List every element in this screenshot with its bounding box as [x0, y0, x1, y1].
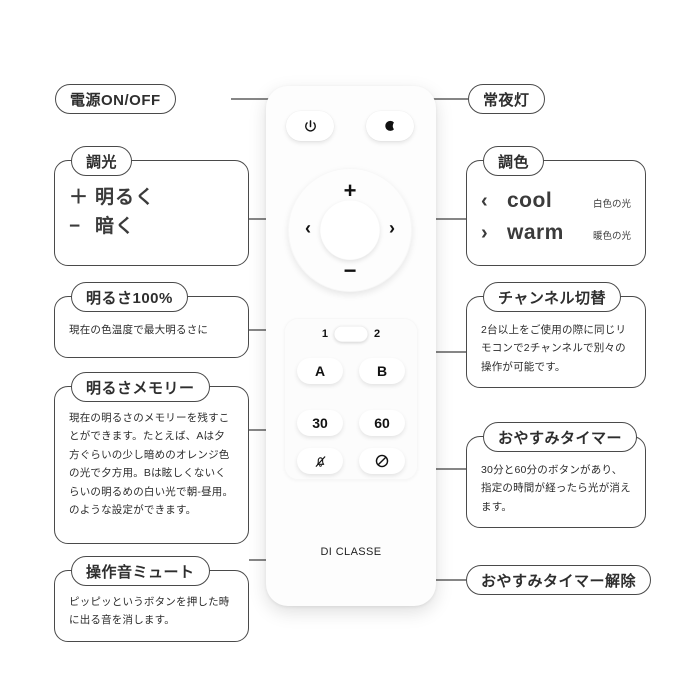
mute-note: ピッピッというボタンを押した時に出る音を消します。: [69, 596, 230, 627]
dimmer-row-dark: −暗く: [69, 212, 234, 241]
moon-icon: [384, 120, 394, 131]
dimmer-minus-symbol: −: [69, 216, 82, 238]
prohibition-icon: [375, 454, 389, 468]
timer-60-button[interactable]: 60: [359, 410, 405, 436]
nightlight-button[interactable]: [366, 111, 414, 141]
dpad-up-label[interactable]: +: [343, 178, 357, 203]
callout-mute: 操作音ミュート ピッピッというボタンを押した時に出る音を消します。: [54, 556, 249, 642]
memory-b-button[interactable]: B: [359, 358, 405, 384]
colortemp-row-warm: › warm 暖色の光: [481, 217, 631, 249]
warm-chevron-icon: ›: [481, 221, 488, 244]
dpad-center-button[interactable]: [320, 200, 380, 260]
callout-nightlight-title: 常夜灯: [468, 84, 545, 114]
callout-colortemp: 調色 ‹ cool 白色の光 › warm 暖色の光: [466, 146, 646, 266]
power-button[interactable]: [286, 111, 334, 141]
lower-button-panel: 1 2 A B 30 60: [284, 318, 418, 480]
cool-sublabel: 白色の光: [593, 199, 632, 210]
brand-label: DI CLASSE: [320, 546, 382, 558]
channel-switch-note: 2台以上をご使用の際に同じリモコンで2チャンネルで別々の操作が可能です。: [481, 324, 627, 373]
channel-1-label: 1: [321, 328, 328, 340]
callout-brightness-memory-title: 明るさメモリー: [71, 372, 210, 402]
callout-brightness-max-title: 明るさ100%: [71, 282, 188, 312]
callout-channel-switch: チャンネル切替 2台以上をご使用の際に同じリモコンで2チャンネルで別々の操作が可…: [466, 282, 646, 388]
dpad-right-label[interactable]: ›: [389, 218, 395, 238]
remote-control-body: + − ‹ › 1 2 A B 30 60: [266, 86, 436, 606]
channel-toggle[interactable]: [334, 326, 368, 342]
dimmer-row-bright: ＋明るく: [69, 183, 234, 212]
bell-muted-icon: [315, 455, 325, 467]
callout-sleep-timer: おやすみタイマー 30分と60分のボタンがあり、指定の時間が経ったら光が消えます…: [466, 422, 646, 528]
callout-channel-switch-title: チャンネル切替: [483, 282, 622, 312]
mute-button[interactable]: [297, 448, 343, 474]
sleep-timer-note: 30分と60分のボタンがあり、指定の時間が経ったら光が消えます。: [481, 464, 631, 513]
timer-30-button[interactable]: 30: [297, 410, 343, 436]
dimmer-plus-symbol: ＋: [69, 187, 90, 208]
dpad-down-label[interactable]: −: [343, 258, 357, 283]
warm-label: warm: [507, 220, 564, 244]
callout-dimmer-title: 調光: [71, 146, 133, 176]
brightness-max-note: 現在の色温度で最大明るさに: [69, 324, 209, 336]
callout-dimmer: 調光 ＋明るく −暗く: [54, 146, 249, 266]
channel-switch-row[interactable]: 1 2: [284, 326, 418, 342]
memory-a-button[interactable]: A: [297, 358, 343, 384]
dpad-ring[interactable]: + − ‹ ›: [288, 168, 412, 292]
dimmer-dark-label: 暗く: [95, 216, 136, 238]
callout-brightness-max: 明るさ100% 現在の色温度で最大明るさに: [54, 282, 249, 358]
callout-colortemp-title: 調色: [483, 146, 545, 176]
dimmer-bright-label: 明るく: [95, 187, 156, 208]
callout-mute-title: 操作音ミュート: [71, 556, 210, 586]
callout-sleep-timer-cancel-title: おやすみタイマー解除: [466, 565, 652, 595]
channel-2-label: 2: [374, 328, 381, 340]
power-icon: [304, 119, 316, 132]
callout-power-title: 電源ON/OFF: [55, 84, 176, 114]
callout-sleep-timer-title: おやすみタイマー: [483, 422, 638, 452]
warm-sublabel: 暖色の光: [593, 230, 632, 242]
colortemp-row-cool: ‹ cool 白色の光: [481, 185, 631, 217]
callout-brightness-memory: 明るさメモリー 現在の明るさのメモリーを残すことができます。たとえば、Aは夕方ぐ…: [54, 372, 249, 544]
brightness-memory-note: 現在の明るさのメモリーを残すことができます。たとえば、Aは夕方ぐらいの少し暗めの…: [69, 412, 234, 516]
cool-label: cool: [507, 189, 553, 212]
cool-chevron-icon: ‹: [481, 190, 488, 212]
timer-cancel-button[interactable]: [359, 448, 405, 474]
dpad-left-label[interactable]: ‹: [305, 218, 311, 238]
